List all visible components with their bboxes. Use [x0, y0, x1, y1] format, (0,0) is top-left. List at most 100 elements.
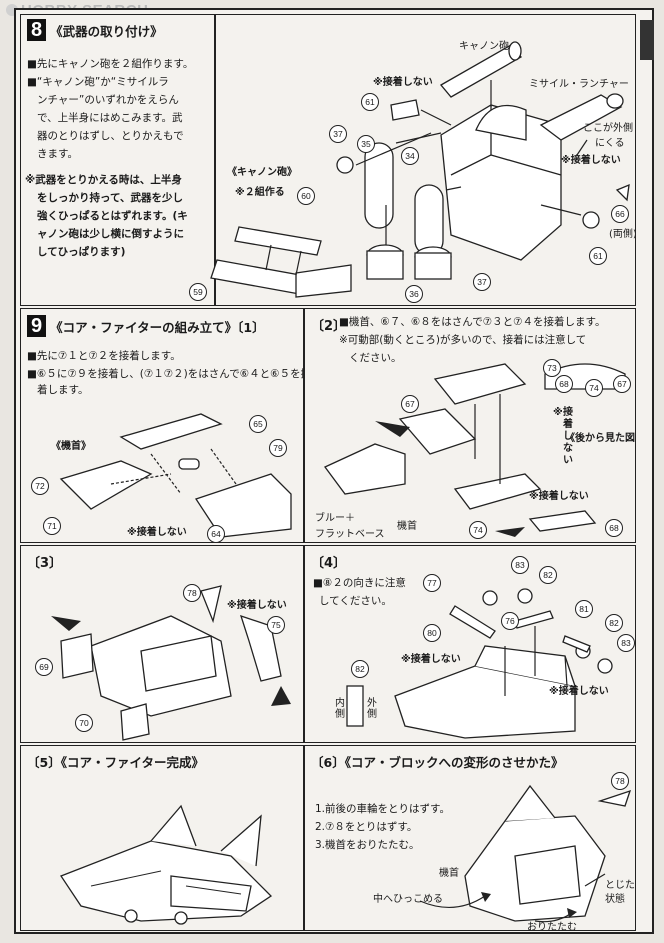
page-tab	[640, 20, 654, 60]
label-blue: ブルー＋	[315, 513, 355, 524]
step-6-text-1: 1.前後の車輪をとりはずす。	[315, 803, 450, 815]
part-78: 78	[183, 584, 201, 602]
step-8-text-2: ■“キャノン砲”か“ミサイルラ	[27, 76, 169, 88]
label-noglue-vertical: 接着しない	[563, 407, 573, 466]
part-83a: 83	[511, 556, 529, 574]
label-comes: にくる	[595, 138, 625, 149]
step-6-title: 〔6〕《コア・ブロックへの変形のさせかた》	[311, 755, 564, 770]
label-back-view: 《後から見た図》	[565, 433, 635, 444]
label-make-two: ※２組作る	[235, 187, 285, 198]
label-fold: おりたたむ	[527, 922, 577, 931]
step-8-panel: 8《武器の取り付け》 ■先にキャノン砲を２組作ります。 ■“キャノン砲”か“ミサ…	[20, 14, 636, 306]
step-8-text-3: ンチャー”のいずれかをえらん	[37, 94, 179, 106]
part-61b: 61	[589, 247, 607, 265]
part-73: 73	[543, 359, 561, 377]
step-4-panel: 〔4〕 ■⑧２の向きに注意 してください。 ※接着しない	[304, 545, 636, 743]
part-82b: 82	[605, 614, 623, 632]
instruction-sheet: 8《武器の取り付け》 ■先にキャノン砲を２組作ります。 ■“キャノン砲”か“ミサ…	[14, 8, 654, 934]
step-8-divider	[214, 15, 216, 305]
step-8-text-5: 器のとりはずし、とりかえもで	[37, 130, 184, 142]
part-66: 66	[611, 205, 629, 223]
label-noglue-3: ※接着しない	[227, 600, 287, 611]
step-4-text-2: してください。	[319, 595, 392, 607]
step-8-text-1: ■先にキャノン砲を２組作ります。	[27, 58, 194, 70]
step-8-warn-2: をしっかり持って、武器を少し	[37, 192, 183, 204]
label-closed-1: とじた	[605, 880, 635, 891]
step-5-panel: 〔5〕《コア・ファイター完成》	[20, 745, 304, 931]
label-launcher: ミサイル・ランチャー	[529, 79, 629, 90]
label-noglue-star: ※	[553, 407, 563, 418]
step-2-text-3: ください。	[349, 352, 402, 364]
part-65: 65	[249, 415, 267, 433]
part-67: 67	[401, 395, 419, 413]
part-83b: 83	[617, 634, 635, 652]
part-69: 69	[35, 658, 53, 676]
part-77: 77	[423, 574, 441, 592]
part-61a: 61	[361, 93, 379, 111]
label-noglue-2: ※接着しない	[529, 491, 589, 502]
step-6-text-2: 2.⑦８をとりはずす。	[315, 821, 418, 833]
part-68: 68	[605, 519, 623, 537]
part-34: 34	[401, 147, 419, 165]
label-cannon: キャノン砲	[459, 41, 509, 52]
step-4-title: 〔4〕	[311, 556, 347, 571]
step-8-warn-1: ※武器をとりかえる時は、上半身	[25, 174, 182, 186]
step-6-panel: 〔6〕《コア・ブロックへの変形のさせかた》 1.前後の車輪をとりはずす。 2.⑦…	[304, 745, 636, 931]
label-cannon-sub: 《キャノン砲》	[227, 167, 297, 178]
step-2-title: 〔2〕	[311, 319, 347, 334]
step-5-title: 〔5〕《コア・ファイター完成》	[27, 755, 204, 770]
label-both-sides: (両側)	[609, 229, 636, 240]
part-70: 70	[75, 714, 93, 732]
step-9-text-3: 着します。	[37, 384, 89, 396]
part-79: 79	[269, 439, 287, 457]
step-9-diagram	[59, 413, 292, 538]
step-8-text-4: で、上半身にはめこみます。武	[37, 112, 183, 124]
step-2-diagram	[324, 363, 626, 537]
step-8-title: 8《武器の取り付け》	[27, 19, 163, 41]
step-6-text-3: 3.機首をおりたたむ。	[315, 839, 420, 851]
step-8-warn-5: してひっぱります)	[37, 246, 126, 258]
step-9-text-2: ■⑥５に⑦９を接着し、(⑦１⑦２)をはさんで⑥４と⑥５を接	[27, 368, 304, 380]
part-78-6: 78	[611, 772, 629, 790]
label-nose-2: 機首	[397, 521, 417, 532]
step-8-warn-3: 強くひっぱるとはずれます。(キ	[37, 210, 188, 222]
part-81: 81	[575, 600, 593, 618]
step-8-diagram	[210, 41, 630, 298]
label-noglue-right: ※接着しない	[561, 155, 621, 166]
part-37b: 37	[473, 273, 491, 291]
label-nose-6: 機首	[439, 868, 459, 879]
part-36: 36	[405, 285, 423, 303]
part-82a: 82	[539, 566, 557, 584]
step-8-warn-4: ャノン砲は少し横に倒すように	[37, 228, 184, 240]
label-inside: 内側	[335, 698, 345, 720]
part-74: 74	[469, 521, 487, 539]
part-67-back: 67	[613, 375, 631, 393]
step-9-title: 9《コア・ファイターの組み立て》〔1〕	[27, 315, 265, 337]
part-64: 64	[207, 525, 225, 542]
step-2-panel: 〔2〕 ■機首、⑥７、⑥８をはさんで⑦３と⑦４を接着します。 ※可動部(動くとこ…	[304, 308, 636, 543]
part-74-back: 74	[585, 379, 603, 397]
label-closed-2: 状態	[605, 894, 625, 905]
label-fold-in: 中へひっこめる	[373, 894, 443, 905]
step-2-text-2: ※可動部(動くところ)が多いので、接着には注意して	[339, 334, 587, 346]
step-3-panel: 〔3〕 ※接着しない 78 75 69 70	[20, 545, 304, 743]
part-60: 60	[297, 187, 315, 205]
label-outside: ここが外側	[583, 123, 633, 134]
step-9-panel: 9《コア・ファイターの組み立て》〔1〕 ■先に⑦１と⑦２を接着します。 ■⑥５に…	[20, 308, 304, 543]
part-37a: 37	[329, 125, 347, 143]
label-flat: フラットベース	[315, 529, 385, 540]
part-68-back: 68	[555, 375, 573, 393]
part-80: 80	[423, 624, 441, 642]
part-59: 59	[189, 283, 207, 301]
step-4-text-1: ■⑧２の向きに注意	[313, 577, 406, 589]
step-6-diagram	[419, 784, 632, 923]
step-4-diagram	[346, 588, 613, 739]
step-3-title: 〔3〕	[27, 556, 63, 571]
step-5-diagram	[60, 804, 273, 925]
label-nose: 《機首》	[51, 441, 91, 452]
label-noglue-4b: ※接着しない	[549, 686, 609, 697]
part-72: 72	[31, 477, 49, 495]
part-76: 76	[501, 612, 519, 630]
part-71: 71	[43, 517, 61, 535]
label-noglue-9: ※接着しない	[127, 527, 187, 538]
